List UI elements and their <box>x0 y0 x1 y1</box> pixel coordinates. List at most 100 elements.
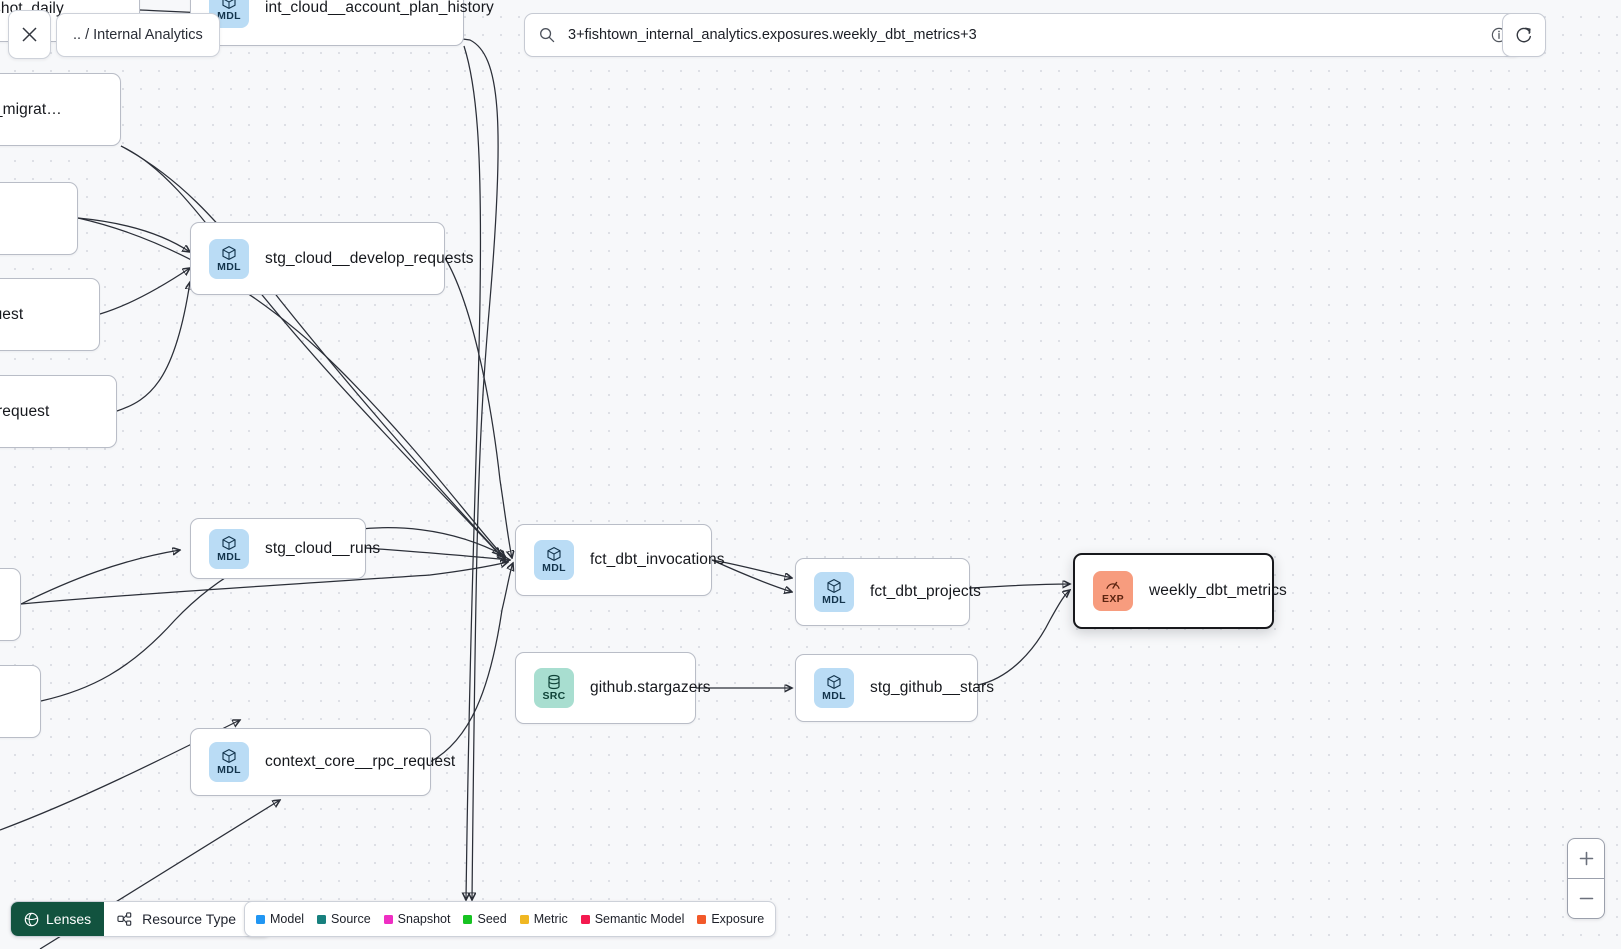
legend-label: Semantic Model <box>594 912 685 926</box>
legend-item: Snapshot <box>383 912 451 926</box>
legend-swatch <box>317 914 327 924</box>
lineage-edge <box>77 217 190 252</box>
legend-item: Source <box>317 912 371 926</box>
graph-node-label: int_cloud__account_plan_history <box>265 0 494 16</box>
zoom-out-button[interactable] <box>1568 879 1604 918</box>
resource-type-legend: Model Source Snapshot Seed Metric Semantic Mo… <box>244 901 777 937</box>
legend-swatch <box>697 914 707 924</box>
node-type-badge-mdl: MDL <box>209 528 249 569</box>
node-type-badge-text: MDL <box>217 260 241 273</box>
search-icon <box>540 28 555 43</box>
lineage-edge <box>116 282 190 412</box>
node-type-badge-text: MDL <box>822 594 846 607</box>
graph-node-label: stg_github__stars <box>870 679 995 696</box>
node-type-badge-text: EXP <box>1102 593 1124 606</box>
lineage-edge <box>464 45 482 900</box>
graph-node-label: github.stargazers <box>590 679 711 696</box>
gauge-icon <box>1106 581 1120 590</box>
node-type-badge-exp: EXP <box>1093 571 1133 611</box>
cube-icon <box>222 749 236 764</box>
zoom-controls[interactable] <box>1567 838 1605 919</box>
lens-icon <box>24 912 39 926</box>
legend-item: Model <box>256 912 304 926</box>
lineage-edge <box>120 145 500 555</box>
legend-swatch <box>256 914 265 924</box>
close-icon <box>22 27 37 42</box>
graph-node-stg_cloud_runs[interactable]: MDL stg_cloud__runs <box>190 518 380 579</box>
legend-label: Seed <box>477 912 507 926</box>
refresh-icon <box>1516 27 1531 43</box>
node-type-badge-text: MDL <box>822 690 846 703</box>
legend-label: Metric <box>533 912 568 926</box>
search-input[interactable] <box>566 26 1480 44</box>
graph-node-github_stargazers[interactable]: SRC github.stargazers <box>515 652 711 724</box>
graph-node-partial_run[interactable]: ….run <box>0 665 41 738</box>
legend-swatch <box>519 914 529 924</box>
graph-node-label: context_core__rpc_request <box>265 753 456 770</box>
graph-node-multicell_migrate[interactable]: multicell_migrat… <box>0 73 121 146</box>
legend-item: Exposure <box>697 912 764 926</box>
node-graph-icon <box>117 911 132 926</box>
graph-node-develop_request_1[interactable]: …p_request <box>0 182 78 255</box>
graph-node-develop_request_3[interactable]: …_develop_request <box>0 375 117 448</box>
lineage-edge <box>429 563 513 763</box>
zoom-in-button[interactable] <box>1568 839 1604 879</box>
node-type-badge-mdl: MDL <box>209 742 249 782</box>
legend-item: Metric <box>519 912 568 926</box>
node-type-badge-src: SRC <box>534 668 574 708</box>
breadcrumb[interactable]: .. / Internal Analytics <box>56 13 220 57</box>
graph-node-stg_github_stars[interactable]: MDL stg_github__stars <box>795 654 994 722</box>
cube-icon <box>222 535 236 550</box>
cube-icon <box>222 0 236 10</box>
refresh-button[interactable] <box>1502 13 1546 57</box>
graph-node-label: fct_dbt_projects <box>870 583 982 600</box>
graph-node-weekly_dbt_metrics[interactable]: EXP weekly_dbt_metrics <box>1073 553 1287 629</box>
node-type-badge-mdl: MDL <box>209 238 249 279</box>
cube-icon <box>222 245 236 260</box>
search-bar[interactable] <box>524 13 1522 57</box>
legend-label: Source <box>331 912 371 926</box>
legend-swatch <box>383 914 393 924</box>
lineage-edge <box>99 268 190 315</box>
legend-swatch <box>580 914 590 924</box>
close-button[interactable] <box>8 10 51 59</box>
database-icon <box>548 675 560 690</box>
node-type-badge-text: MDL <box>217 764 241 777</box>
graph-node-label: …_develop_request <box>0 402 50 420</box>
lenses-toolbar[interactable]: Lenses Resource Type <box>10 901 272 937</box>
legend-swatch <box>463 914 473 924</box>
legend-item: Seed <box>463 912 507 926</box>
graph-node-context_core_rpc[interactable]: MDL context_core__rpc_request <box>190 728 455 796</box>
node-type-badge-mdl: MDL <box>814 572 854 612</box>
legend-label: Exposure <box>711 912 765 926</box>
graph-node-partial_n[interactable]: …n <box>0 568 21 641</box>
legend-label: Model <box>270 912 305 926</box>
lenses-button[interactable]: Lenses <box>11 902 105 936</box>
lineage-edge <box>20 550 180 605</box>
lineage-edge <box>444 257 512 558</box>
graph-node-stg_cloud_develop_req[interactable]: MDL stg_cloud__develop_requests <box>190 222 474 295</box>
minus-icon <box>1579 897 1593 900</box>
graph-node-develop_request_2[interactable]: …velop_request <box>0 278 100 351</box>
node-type-badge-mdl: MDL <box>534 540 574 580</box>
breadcrumb-label: .. / Internal Analytics <box>73 27 203 43</box>
lineage-edge <box>365 547 510 560</box>
node-type-badge-text: MDL <box>542 562 566 575</box>
graph-node-label: stg_cloud__runs <box>265 539 381 557</box>
graph-node-label: weekly_dbt_metrics <box>1149 582 1287 599</box>
graph-node-fct_dbt_projects[interactable]: MDL fct_dbt_projects <box>795 558 981 626</box>
node-type-badge-text: SRC <box>542 690 566 703</box>
plus-icon <box>1579 851 1593 866</box>
lineage-edge <box>977 590 1070 686</box>
legend-label: Snapshot <box>397 912 451 926</box>
legend-item: Semantic Model <box>580 912 685 926</box>
node-type-badge-text: MDL <box>217 550 241 563</box>
lineage-edge <box>120 145 505 560</box>
resource-type-dropdown[interactable]: Resource Type <box>104 902 271 936</box>
graph-node-label: multicell_migrat… <box>0 100 62 118</box>
graph-node-label: stg_cloud__develop_requests <box>265 249 474 267</box>
